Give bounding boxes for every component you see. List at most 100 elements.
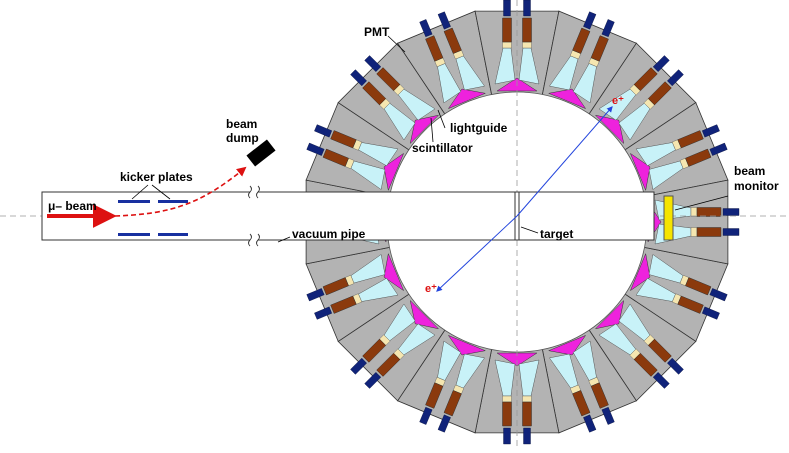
beam-dump-label-line1: beam <box>226 117 257 131</box>
lightguide-leader <box>437 109 446 129</box>
detector-segment <box>337 42 446 151</box>
pmt-leader <box>387 35 406 53</box>
pmt-cap <box>350 357 367 375</box>
detector-segment <box>396 329 493 434</box>
pmt-body <box>425 382 444 409</box>
detector-segment <box>624 101 729 198</box>
pmt-window <box>502 41 512 49</box>
pmt-body <box>376 352 401 377</box>
target-label: target <box>540 227 573 241</box>
pmt-body <box>522 401 532 427</box>
pmt-cap <box>306 142 325 156</box>
pmt-body <box>696 227 722 237</box>
detector-segment <box>305 246 410 343</box>
pmt-body <box>590 382 609 409</box>
pmt-cap <box>314 306 333 320</box>
pmt-cap <box>503 427 511 445</box>
pmt-body <box>330 295 357 314</box>
beam-monitor-label-line2: monitor <box>734 179 779 193</box>
detector-segment <box>541 10 638 115</box>
pmt-cap <box>583 11 597 30</box>
scintillator-tile <box>594 299 625 330</box>
scintillator-tile <box>383 152 405 192</box>
pmt-body <box>647 81 672 106</box>
pmt-body <box>677 130 704 149</box>
pmt-body <box>425 35 444 62</box>
pmt-cap <box>601 19 615 38</box>
pmt-body <box>330 130 357 149</box>
pmt-cap <box>306 288 325 302</box>
pmt-body <box>590 35 609 62</box>
pmt-cap <box>667 357 684 375</box>
positron-track-lower <box>436 215 518 292</box>
lightguide-label: lightguide <box>450 121 508 135</box>
pmt-cap <box>601 406 615 425</box>
kicker-plates <box>118 200 188 236</box>
pmt-body <box>443 27 462 54</box>
pmt-cap <box>503 0 511 17</box>
kicker-leader-right <box>151 184 171 200</box>
pmt-body <box>502 17 512 43</box>
scintillator-tile <box>447 88 487 110</box>
detector-segment <box>474 349 560 445</box>
pmt-body <box>696 207 722 217</box>
pmt-cap <box>419 406 433 425</box>
beam-monitor-leader <box>674 195 729 211</box>
detector-segment <box>588 293 697 402</box>
pmt-body <box>647 338 672 363</box>
pmt-body <box>685 277 712 296</box>
pmt-window <box>690 207 698 217</box>
beam-monitor-block <box>663 195 674 241</box>
pmt-body <box>362 81 387 106</box>
scintillator-leader <box>430 117 434 143</box>
detector-segment <box>588 42 697 151</box>
pmt-body <box>633 67 658 92</box>
pmt-cap <box>709 288 728 302</box>
pmt-body <box>362 338 387 363</box>
scintillator-tile <box>547 88 587 110</box>
scintillator-tile <box>447 334 487 356</box>
pmt-cap <box>419 19 433 38</box>
vacuum-pipe-label: vacuum pipe <box>292 227 366 241</box>
pmt-body <box>677 295 704 314</box>
pmt-cap <box>523 427 531 445</box>
pmt-cap <box>437 414 451 433</box>
pmt-cap <box>437 11 451 30</box>
pmt-body <box>522 17 532 43</box>
detector-segment <box>541 329 638 434</box>
pmt-body <box>376 67 401 92</box>
scintillator-tile <box>629 252 651 292</box>
scintillator-label: scintillator <box>412 141 473 155</box>
pmt-cap <box>364 372 382 389</box>
scintillator-tile <box>409 299 440 330</box>
pmt-cap <box>701 124 720 138</box>
pmt-cap <box>652 372 670 389</box>
detector-segment <box>624 246 729 343</box>
pmt-window <box>690 227 698 237</box>
scintillator-tile <box>629 152 651 192</box>
pmt-cap <box>523 0 531 17</box>
deflected-beam-path <box>114 166 247 217</box>
positron-track-upper <box>516 106 613 217</box>
mu-beam-label: μ– beam <box>48 199 97 213</box>
beam-dump-block <box>246 139 276 167</box>
pmt-window <box>522 41 532 49</box>
pmt-cap <box>701 306 720 320</box>
beam-dump-label-line2: dump <box>226 131 259 145</box>
pmt-body <box>322 148 349 167</box>
pmt-body <box>685 148 712 167</box>
scintillator-tile <box>383 252 405 292</box>
scintillator-tile <box>547 334 587 356</box>
pmt-cap <box>350 69 367 87</box>
vacuum-pipe-leader <box>277 236 291 243</box>
scintillator-tile <box>594 114 625 145</box>
pmt-body <box>502 401 512 427</box>
pmt-body <box>572 27 591 54</box>
positron-label-lower: e⁺ <box>425 283 437 295</box>
pmt-cap <box>583 414 597 433</box>
kicker-leader-left <box>131 184 149 200</box>
pmt-cap <box>364 55 382 72</box>
pmt-body <box>572 390 591 417</box>
